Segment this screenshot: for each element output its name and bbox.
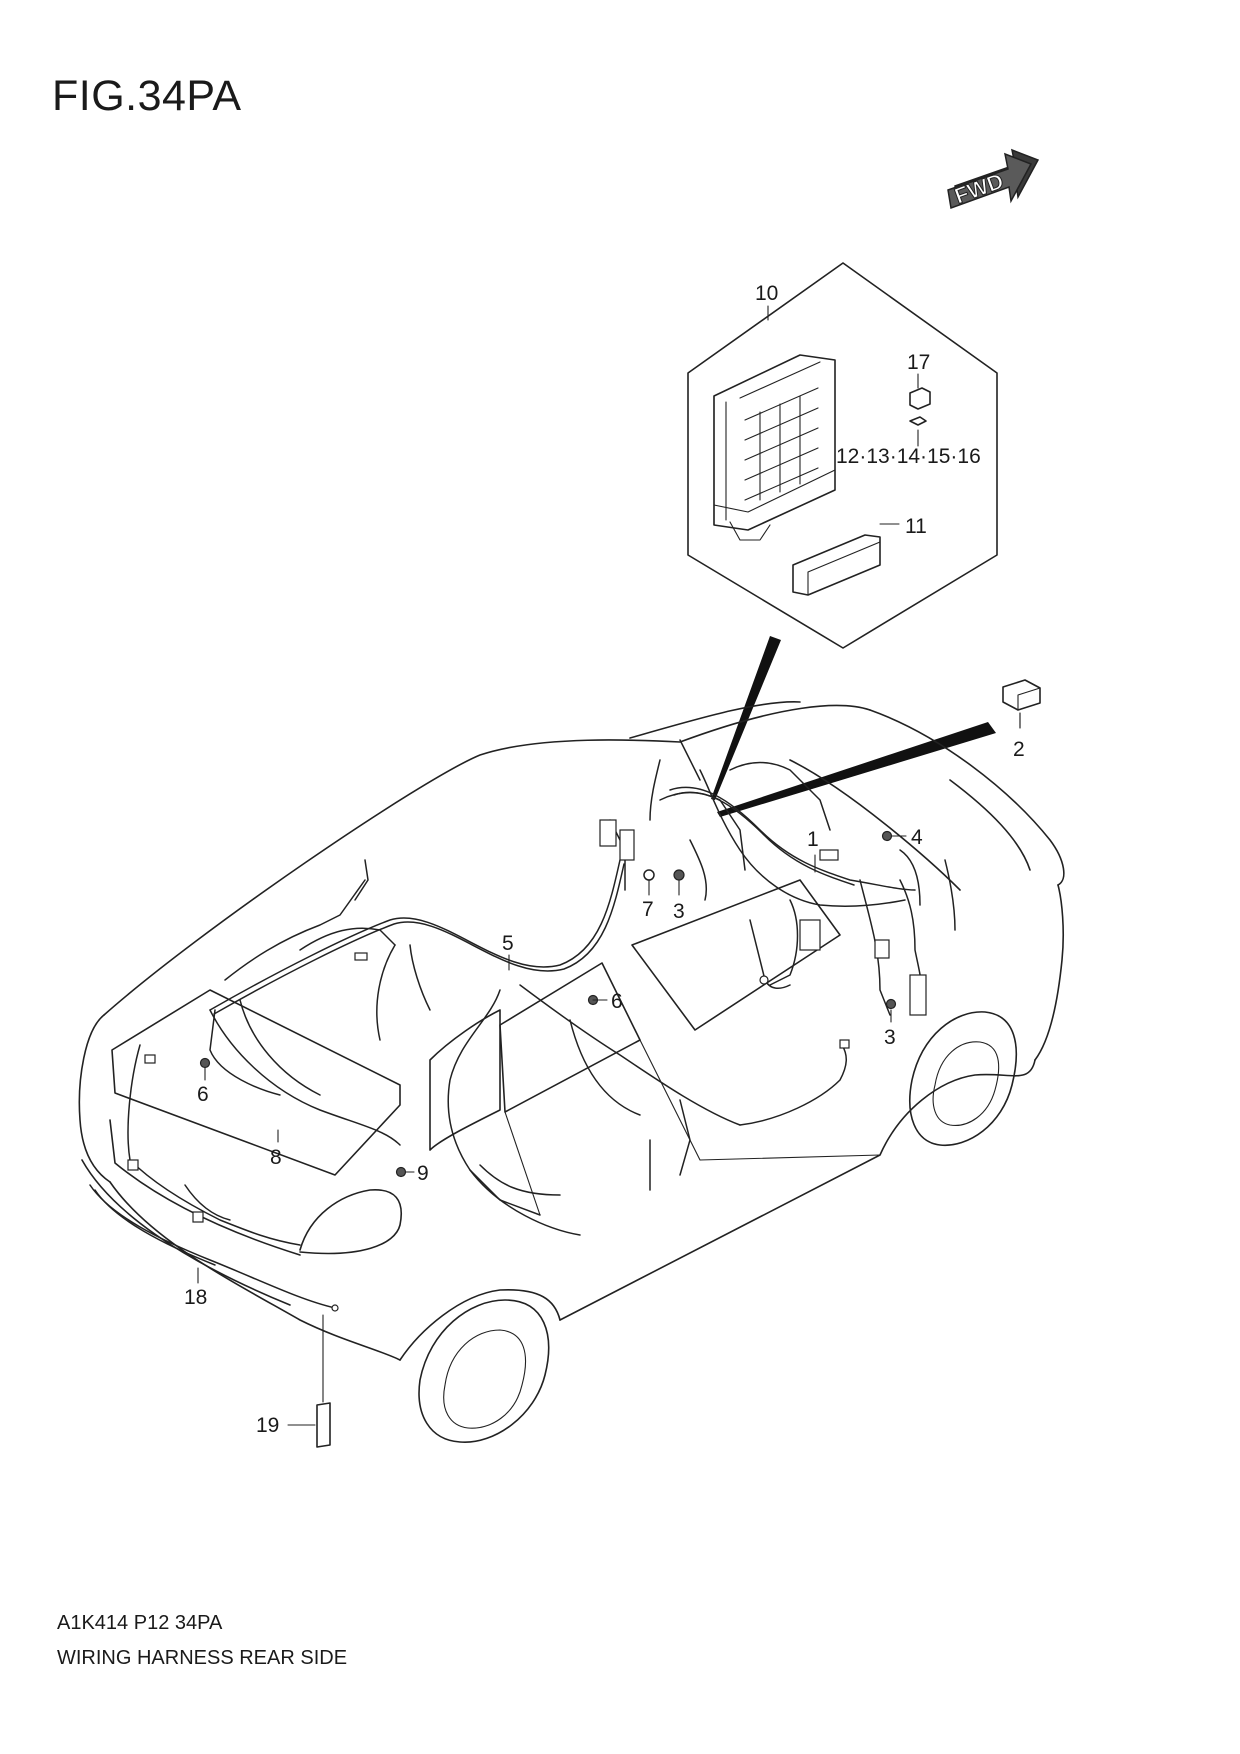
callout-7: 7 — [642, 898, 654, 921]
cover-icon — [792, 534, 881, 596]
callout-3a: 3 — [673, 900, 685, 923]
callouts: 10 17 12·13·14·15·16 11 2 1 4 7 3 5 6 3 … — [184, 282, 1025, 1437]
figure-title: FIG.34PA — [52, 72, 242, 120]
junction-box-detail — [687, 262, 998, 649]
callout-11: 11 — [905, 515, 927, 538]
callout-3b: 3 — [884, 1026, 896, 1049]
callout-17: 17 — [907, 351, 930, 374]
fwd-arrow-icon: FWD — [947, 148, 1040, 209]
callout-5: 5 — [502, 932, 514, 955]
callout-9: 9 — [417, 1162, 429, 1185]
callout-2: 2 — [1013, 738, 1025, 761]
callout-6a: 6 — [611, 990, 623, 1013]
wiring-harness — [89, 739, 956, 1312]
fasteners — [199, 830, 897, 1178]
bolt-4-icon — [881, 830, 893, 842]
leader-lines — [197, 305, 1021, 1426]
callout-1: 1 — [807, 828, 819, 851]
callout-12-16: 12·13·14·15·16 — [836, 445, 981, 468]
callout-18: 18 — [184, 1286, 207, 1309]
grommet-7-icon — [643, 869, 655, 881]
callout-4: 4 — [911, 826, 923, 849]
label-tag-icon — [316, 1314, 331, 1448]
figure-code: A1K414 P12 34PA — [57, 1612, 223, 1634]
relay-2-icon — [1002, 679, 1041, 711]
callout-10: 10 — [755, 282, 778, 305]
bolt-3-icon — [673, 869, 685, 881]
clip-6b-icon — [199, 1057, 211, 1069]
junction-block-icon — [713, 354, 836, 541]
callout-8: 8 — [270, 1146, 282, 1169]
bolt-3b-icon — [885, 998, 897, 1010]
vehicle-body — [78, 701, 1065, 1443]
relay-icon — [909, 387, 931, 410]
callout-6b: 6 — [197, 1083, 209, 1106]
fwd-label: FWD — [951, 168, 1007, 209]
fuse-icon — [909, 416, 927, 426]
bolt-9-icon — [395, 1166, 407, 1178]
callout-19: 19 — [256, 1414, 279, 1437]
figure-caption: WIRING HARNESS REAR SIDE — [57, 1647, 348, 1669]
